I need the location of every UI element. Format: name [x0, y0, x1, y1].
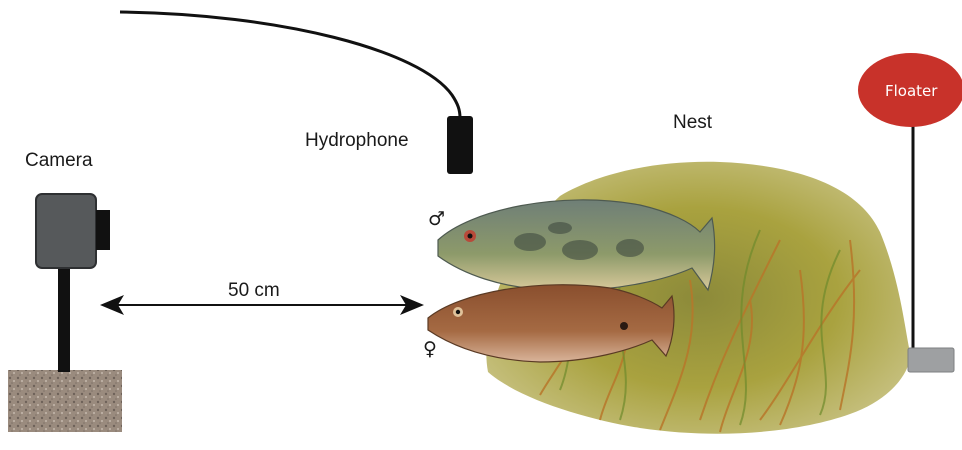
camera-pole — [58, 264, 70, 372]
male-symbol: ♂ — [428, 208, 445, 230]
floater-label: Floater — [885, 82, 937, 100]
float-anchor-block — [908, 348, 954, 372]
hydrophone-label: Hydrophone — [305, 130, 409, 152]
camera-label: Camera — [25, 150, 93, 172]
female-symbol: ♀ — [423, 338, 437, 360]
hydrophone-icon — [447, 116, 473, 174]
camera-icon — [36, 194, 110, 268]
distance-label: 50 cm — [228, 280, 280, 302]
hydrophone-cable — [120, 12, 460, 118]
substrate-block — [8, 370, 122, 432]
nest-label: Nest — [673, 112, 712, 134]
